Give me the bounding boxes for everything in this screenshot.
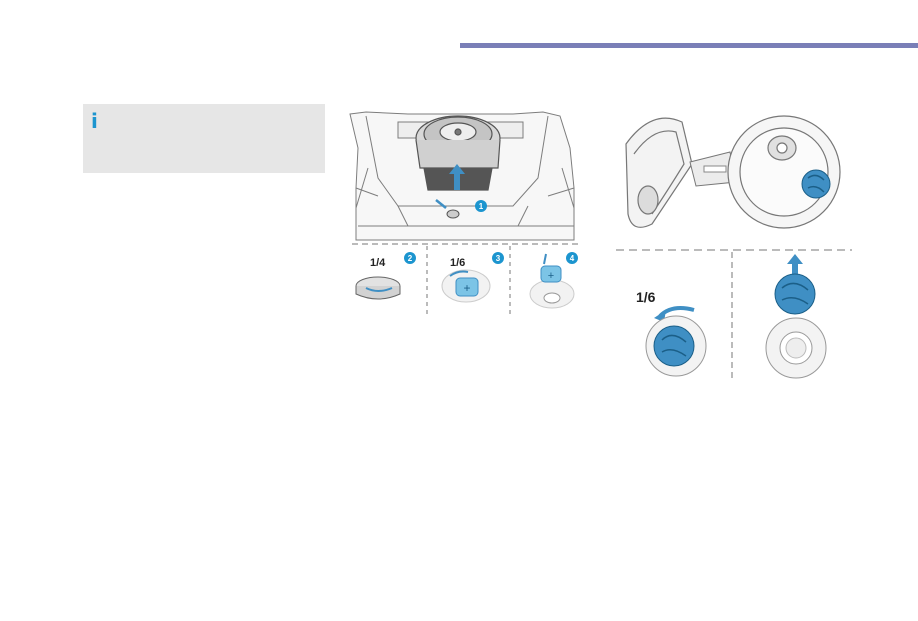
step-badge-1 <box>475 200 487 212</box>
remove-cap-icon: + <box>529 253 575 309</box>
filler-neck-icon <box>446 209 460 219</box>
cap-turn-illustration <box>645 315 707 377</box>
info-icon: i <box>91 109 98 133</box>
step-badge-1-label: 1 <box>479 202 484 211</box>
step-badge-4-label: 4 <box>570 254 575 263</box>
info-note-box: i <box>83 104 325 173</box>
step-badge-3 <box>492 252 504 264</box>
fuel-flap-door <box>625 117 693 228</box>
section-header-rule <box>460 43 918 48</box>
step-badge-2 <box>404 252 416 264</box>
spare-wheel <box>415 115 501 191</box>
blue-fuel-cap-icon <box>801 169 831 199</box>
fuel-flap-illustration: 1/6 <box>616 115 852 382</box>
svg-text:+: + <box>548 270 554 282</box>
fraction-sixth-label-right: 1/6 <box>636 289 656 305</box>
fraction-quarter-label: 1/4 <box>370 257 386 269</box>
lift-out-arrow-icon <box>787 254 803 276</box>
boot-refill-illustration: 1 1/4 2 1/6 3 + 4 + <box>349 111 582 316</box>
pointer-arrow-icon <box>435 199 447 209</box>
cap-remove-illustration <box>765 273 827 379</box>
blue-cap-sixth-turn-icon: + <box>441 269 491 303</box>
svg-text:+: + <box>463 281 470 295</box>
hinge-slot <box>703 165 727 173</box>
fraction-sixth-label: 1/6 <box>450 257 465 269</box>
step-badge-3-label: 3 <box>496 254 501 263</box>
step-badge-2-label: 2 <box>408 254 413 263</box>
step-badge-4 <box>566 252 578 264</box>
lift-arrow-icon <box>449 164 465 190</box>
cap-quarter-turn-icon <box>355 276 401 300</box>
